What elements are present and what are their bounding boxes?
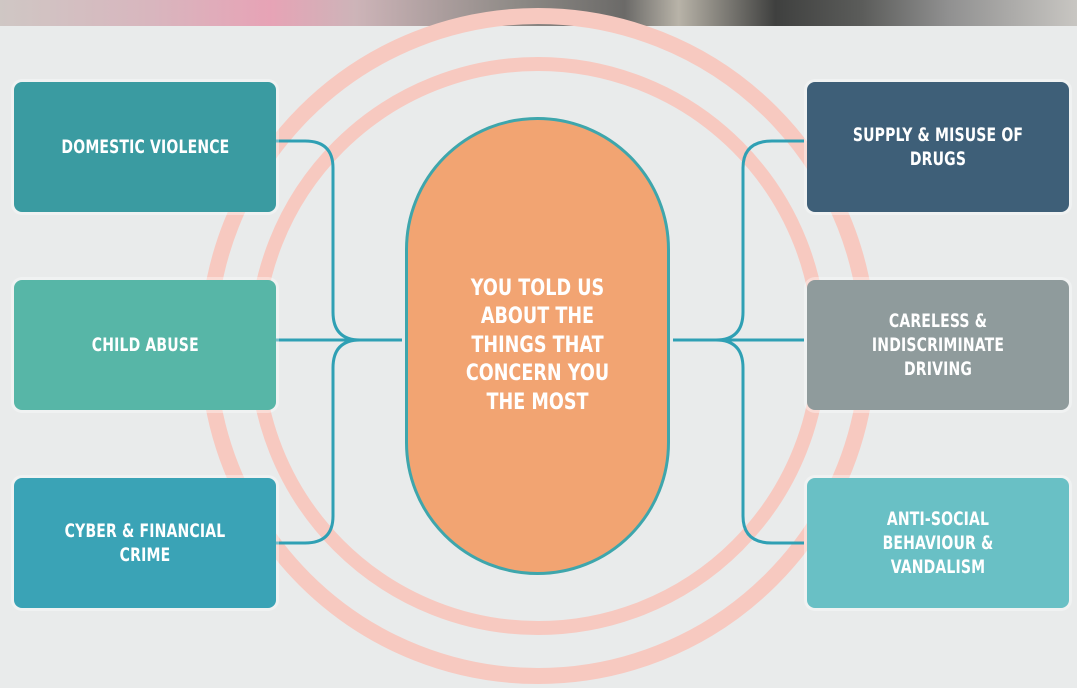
concern-label: CARELESS & INDISCRIMINATE DRIVING: [871, 309, 1005, 381]
concern-cyber-financial-crime: CYBER & FINANCIAL CRIME: [14, 478, 276, 608]
concern-anti-social-behaviour: ANTI-SOCIAL BEHAVIOUR & VANDALISM: [807, 478, 1069, 608]
concern-drugs: SUPPLY & MISUSE OF DRUGS: [807, 82, 1069, 212]
concern-label: ANTI-SOCIAL BEHAVIOUR & VANDALISM: [882, 507, 994, 579]
center-message: YOU TOLD US ABOUT THE THINGS THAT CONCER…: [405, 117, 670, 575]
left-connector: [275, 139, 402, 545]
concern-label: CHILD ABUSE: [91, 333, 199, 356]
concern-child-abuse: CHILD ABUSE: [14, 280, 276, 410]
concern-domestic-violence: DOMESTIC VIOLENCE: [14, 82, 276, 212]
concern-careless-driving: CARELESS & INDISCRIMINATE DRIVING: [807, 280, 1069, 410]
center-text: YOU TOLD US ABOUT THE THINGS THAT CONCER…: [465, 275, 610, 415]
right-connector: [673, 139, 804, 545]
concern-label: CYBER & FINANCIAL CRIME: [64, 519, 226, 566]
concern-label: SUPPLY & MISUSE OF DRUGS: [852, 123, 1024, 170]
concern-label: DOMESTIC VIOLENCE: [60, 135, 229, 158]
